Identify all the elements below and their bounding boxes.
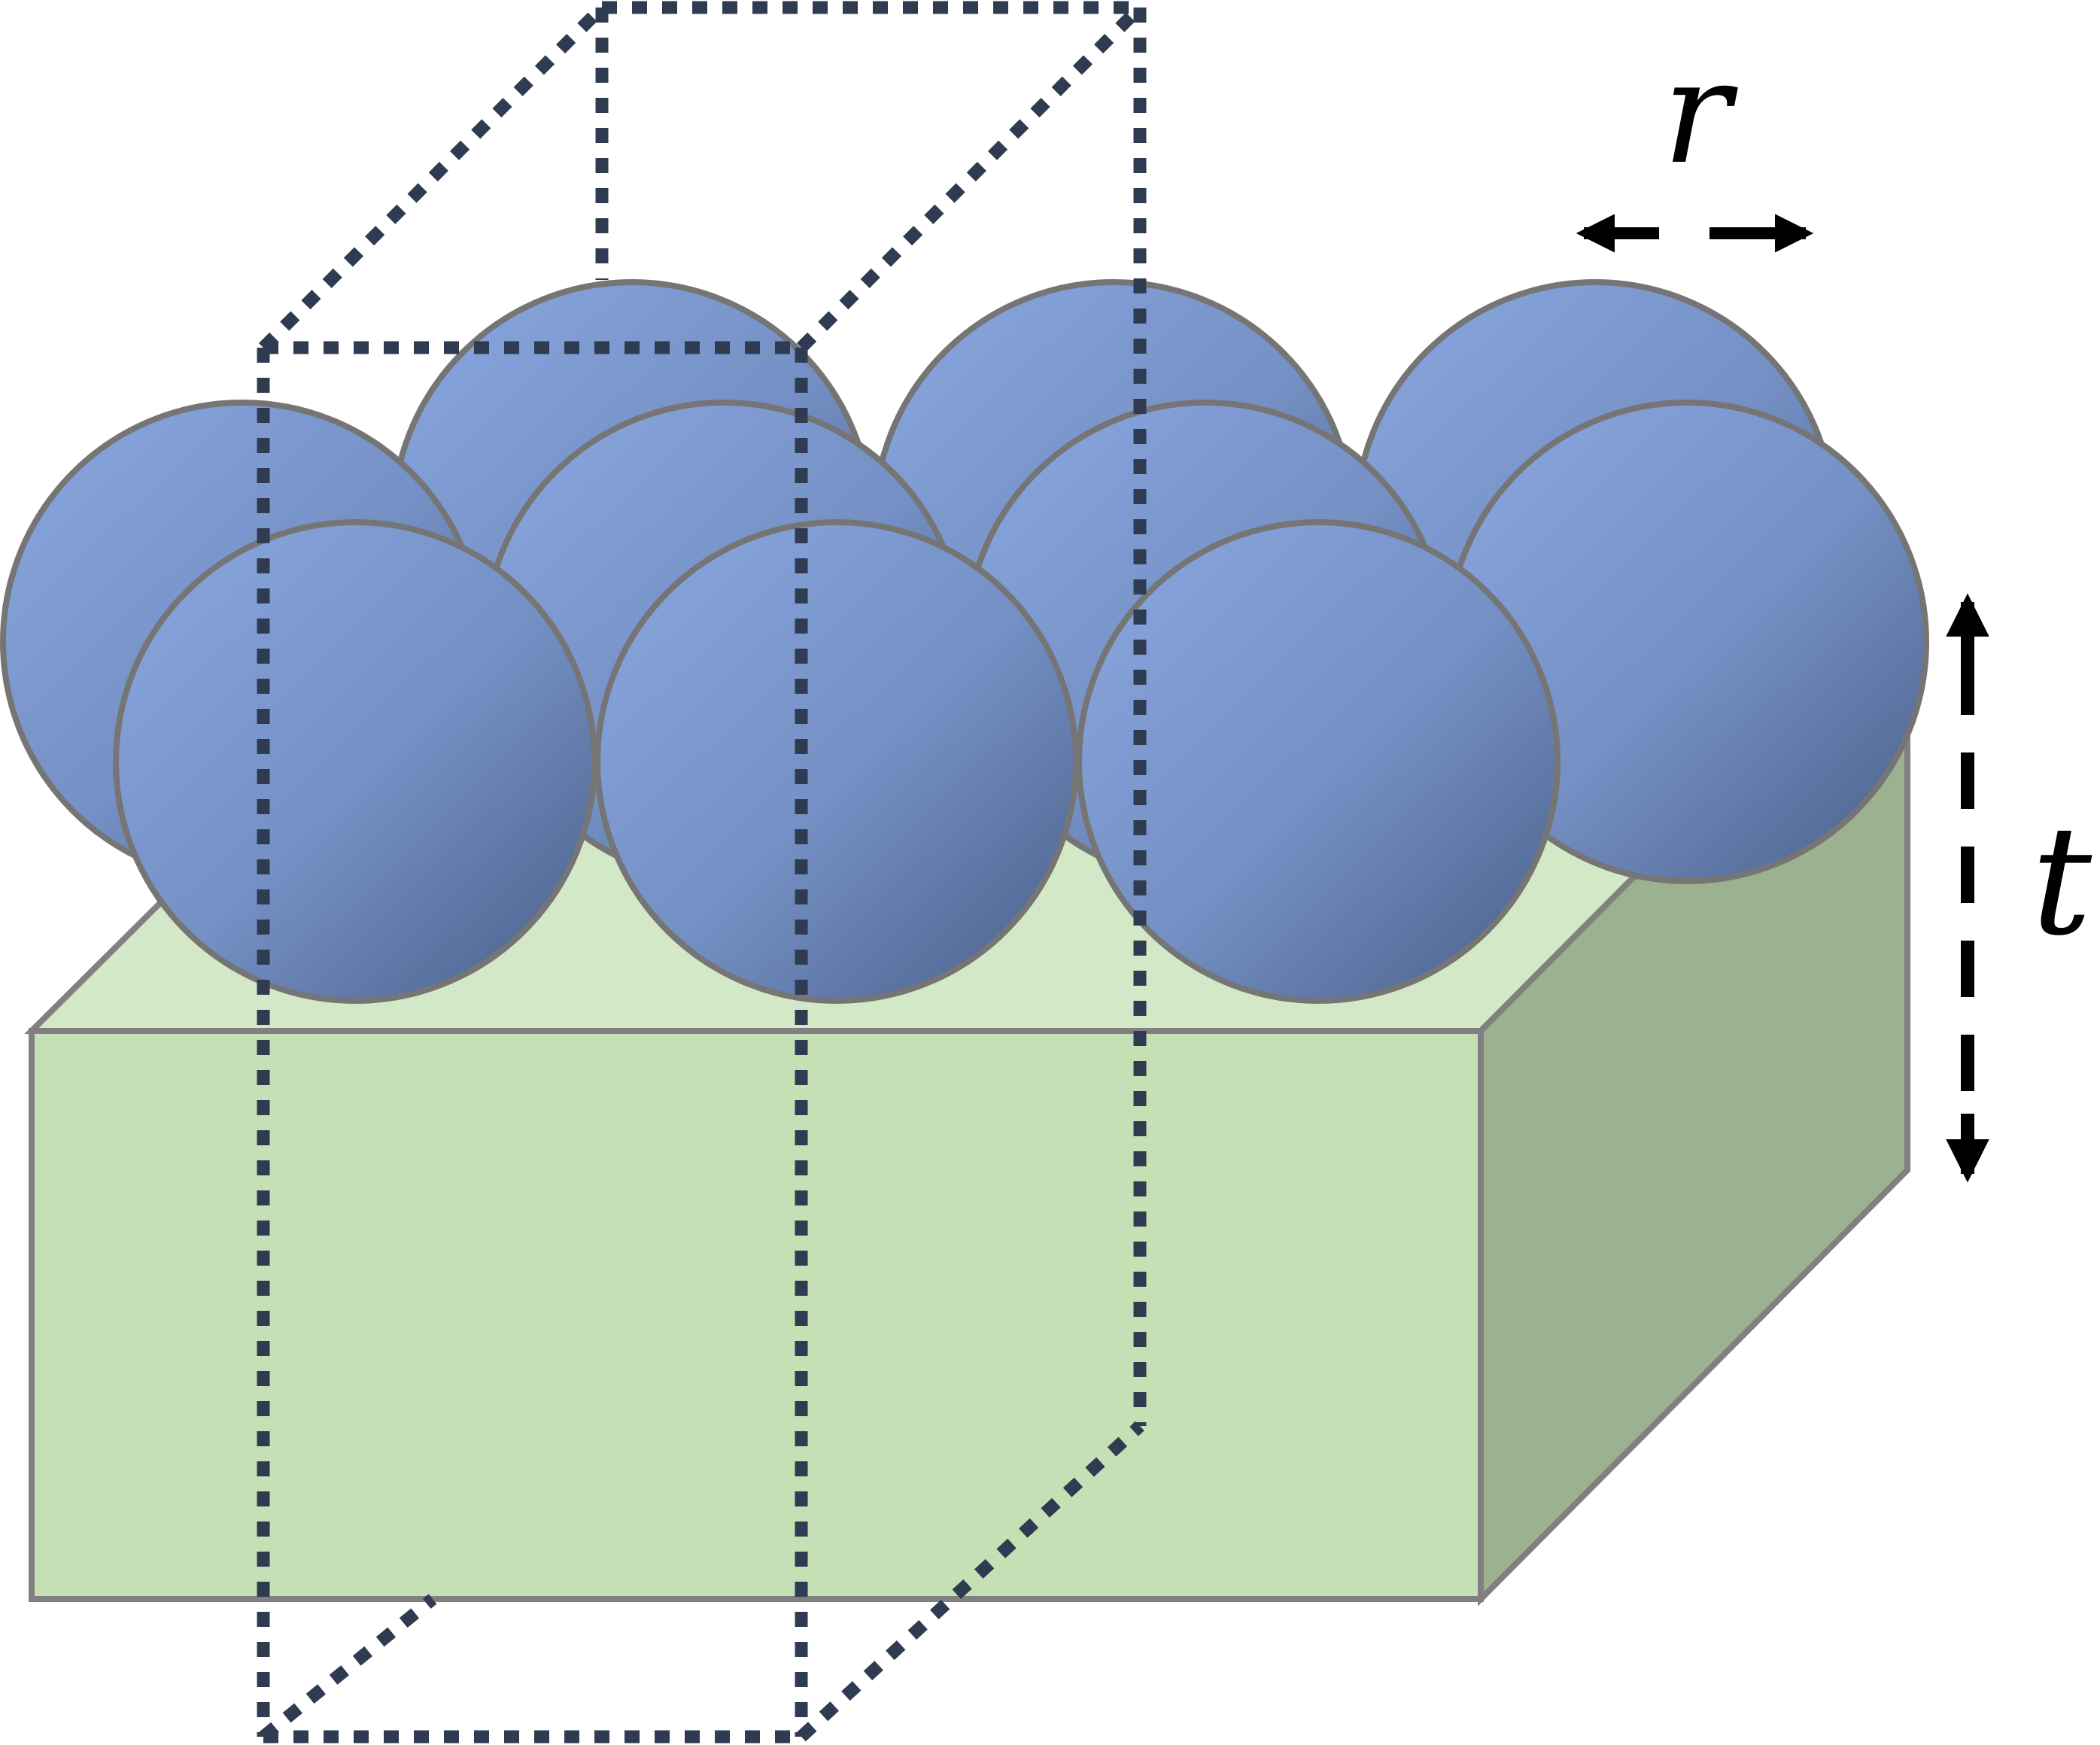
sphere-front-1 <box>113 519 597 1004</box>
unit-cell-top-right-depth-edge <box>796 3 1145 352</box>
sphere-front-3 <box>1076 519 1561 1004</box>
sphere-layer <box>0 279 1929 1004</box>
radius-label: r <box>1663 29 1739 196</box>
thickness-annotation: t <box>1946 593 2092 1183</box>
unit-cell-front-edges <box>257 8 1147 1743</box>
slab-front-face <box>29 1028 1484 1602</box>
thickness-label: t <box>2032 794 2092 969</box>
unit-cell-top-left-depth-edge <box>258 3 607 352</box>
unit-cell-back-edges <box>258 1 1145 352</box>
sphere-front-2 <box>594 519 1079 1004</box>
radius-annotation: r <box>1576 29 1814 253</box>
unit-cell-bottom-left-depth-edge <box>259 1594 437 1742</box>
